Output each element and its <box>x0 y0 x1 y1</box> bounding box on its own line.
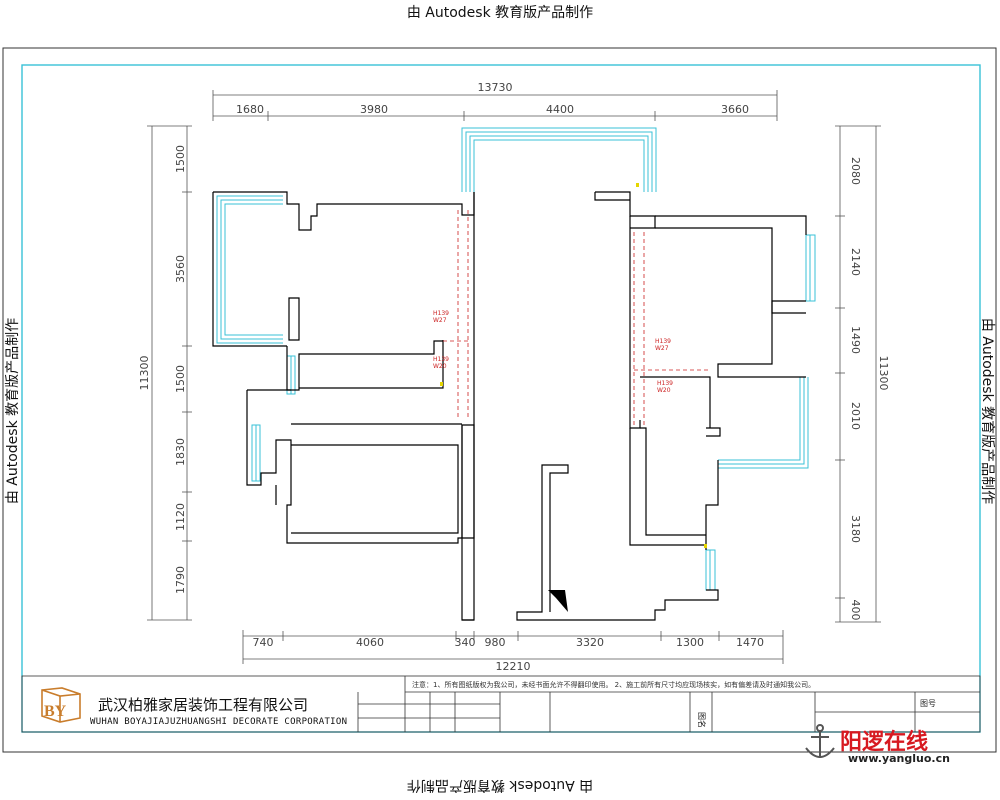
top-dimensions <box>212 90 778 121</box>
dim-left-total: 11300 <box>138 356 151 391</box>
windows <box>216 127 816 591</box>
dim-left-2: 3560 <box>174 255 187 283</box>
door-tag-3-w: W27 <box>655 345 669 352</box>
door-tag-1-w: W27 <box>433 317 447 324</box>
dim-bottom-5: 3320 <box>576 636 604 649</box>
dim-bottom-3: 340 <box>455 636 476 649</box>
sheet-border <box>2 47 997 753</box>
dim-bottom-7: 1470 <box>736 636 764 649</box>
company-name-en: WUHAN BOYAJIAJUZHUANGSHI DECORATE CORPOR… <box>90 717 348 727</box>
dim-right-5: 3180 <box>849 515 862 543</box>
dim-bottom-1: 740 <box>253 636 274 649</box>
dim-top-total: 13730 <box>478 81 513 94</box>
dim-right-1: 2080 <box>849 157 862 185</box>
dim-left-3: 1500 <box>174 365 187 393</box>
title-note: 注意：1、所有图纸版权为我公司，未经书面允许不得翻印使用。 2、施工前所有尺寸均… <box>412 681 816 689</box>
stair-marker <box>548 590 568 612</box>
dim-left-5: 1120 <box>174 503 187 531</box>
dim-bottom-total: 12210 <box>496 660 531 673</box>
logo-letters: BY <box>44 703 67 720</box>
drawing-no-label: 图号 <box>920 699 936 708</box>
drawing-name-label: 图名 <box>697 712 707 728</box>
walls <box>212 191 807 621</box>
title-block <box>21 675 981 733</box>
door-tag-2-h: H139 <box>433 356 449 363</box>
dim-right-6: 400 <box>849 600 862 621</box>
bottom-dimensions <box>242 630 784 664</box>
door-tag-4-w: W20 <box>657 387 671 394</box>
brand-url: www.yangluo.cn <box>848 752 950 765</box>
dim-bottom-4: 980 <box>485 636 506 649</box>
door-tag-4-h: H139 <box>657 380 673 387</box>
dim-left-1: 1500 <box>174 145 187 173</box>
door-tag-3-h: H139 <box>655 338 671 345</box>
dim-left-6: 1790 <box>174 566 187 594</box>
door-tag-2-w: W20 <box>433 363 447 370</box>
dim-bottom-6: 1300 <box>676 636 704 649</box>
brand-name: 阳逻在线 <box>840 730 929 755</box>
dim-bottom-2: 4060 <box>356 636 384 649</box>
dim-right-4: 2010 <box>849 402 862 430</box>
drawing-frame <box>21 64 981 733</box>
left-dimensions <box>147 125 192 621</box>
company-name-cn: 武汉柏雅家居装饰工程有限公司 <box>98 696 309 714</box>
dim-right-total: 11300 <box>877 356 890 391</box>
dim-right-2: 2140 <box>849 248 862 276</box>
right-dimensions <box>835 125 881 623</box>
dim-left-4: 1830 <box>174 438 187 466</box>
watermark-top: 由 Autodesk 教育版产品制作 <box>406 5 594 21</box>
markers <box>440 183 707 548</box>
dim-top-3: 4400 <box>546 103 574 116</box>
dim-top-1: 1680 <box>236 103 264 116</box>
dim-top-2: 3980 <box>360 103 388 116</box>
dim-top-4: 3660 <box>721 103 749 116</box>
anchor-icon <box>805 724 835 758</box>
door-tag-1-h: H139 <box>433 310 449 317</box>
door-lines <box>443 210 710 425</box>
company-logo <box>41 687 81 723</box>
dim-right-3: 1490 <box>849 326 862 354</box>
